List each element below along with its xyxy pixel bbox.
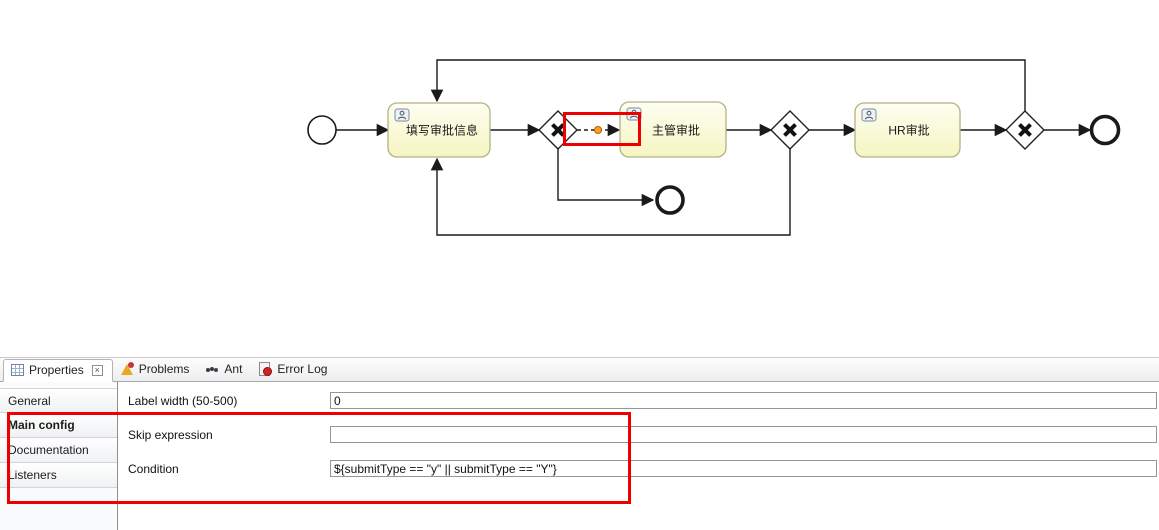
sidebar-item-listeners[interactable]: Listeners — [0, 463, 117, 488]
gateway-x-icon — [1018, 123, 1032, 137]
problems-icon — [120, 362, 134, 376]
skip-expression-input[interactable] — [330, 426, 1157, 443]
flow-loopback-top[interactable] — [430, 59, 1026, 111]
task-label: 主管审批 — [652, 123, 700, 138]
exclusive-gateway-2[interactable] — [770, 110, 810, 150]
tab-label: Properties — [29, 363, 84, 377]
close-icon[interactable] — [91, 364, 103, 376]
flow-midpoint-handle[interactable] — [594, 126, 602, 134]
properties-view: Properties Problems Ant Error Log Genera… — [0, 357, 1159, 530]
user-task-icon-body — [397, 116, 407, 120]
user-task-fill-form[interactable]: 填写审批信息 — [387, 102, 491, 158]
label-width-label: Label width (50-500) — [128, 394, 238, 408]
view-tab-bar: Properties Problems Ant Error Log — [0, 358, 1159, 382]
user-task-icon-body — [864, 116, 874, 120]
skip-expression-label: Skip expression — [128, 428, 213, 442]
task-body — [387, 102, 491, 158]
end-event-main[interactable] — [1089, 114, 1121, 146]
sidebar-item-documentation[interactable]: Documentation — [0, 438, 117, 463]
ant-icon — [205, 362, 219, 376]
condition-label: Condition — [128, 462, 179, 476]
task-body — [854, 102, 961, 158]
gateway-x-icon — [783, 123, 797, 137]
start-event[interactable] — [307, 115, 337, 145]
user-task-manager-approve[interactable]: 主管审批 — [619, 101, 727, 158]
properties-icon — [11, 364, 24, 376]
tab-label: Problems — [138, 362, 190, 376]
condition-input[interactable] — [330, 460, 1157, 477]
tab-ant[interactable]: Ant — [198, 358, 251, 381]
user-task-icon-head — [866, 110, 872, 116]
exclusive-gateway-1[interactable] — [538, 110, 578, 150]
field-row-label-width: Label width (50-500) — [119, 392, 1159, 410]
error-log-icon — [258, 362, 273, 376]
properties-body: General Main config Documentation Listen… — [0, 382, 1159, 530]
tab-label: Ant — [224, 362, 243, 376]
bpmn-canvas[interactable]: 填写审批信息 主管审批 HR审批 — [0, 0, 1159, 356]
flow-gateway1-to-end2[interactable] — [557, 149, 655, 207]
task-label: 填写审批信息 — [406, 123, 478, 138]
label-width-input[interactable] — [330, 392, 1157, 409]
end-event-reject[interactable] — [655, 185, 685, 215]
user-task-hr-approve[interactable]: HR审批 — [854, 102, 961, 158]
tab-error-log[interactable]: Error Log — [251, 358, 336, 381]
tab-properties[interactable]: Properties — [3, 359, 113, 382]
user-task-icon-head — [399, 110, 405, 116]
user-task-icon-body — [629, 115, 639, 119]
tab-problems[interactable]: Problems — [113, 358, 199, 381]
field-row-skip-expression: Skip expression — [119, 426, 1159, 444]
gateway-x-icon — [551, 123, 565, 137]
sidebar-item-general[interactable]: General — [0, 388, 117, 413]
exclusive-gateway-3[interactable] — [1005, 110, 1045, 150]
properties-form: Label width (50-500) Skip expression Con… — [119, 382, 1159, 530]
task-label: HR审批 — [888, 123, 929, 138]
properties-sidebar: General Main config Documentation Listen… — [0, 382, 118, 530]
field-row-condition: Condition — [119, 460, 1159, 478]
sidebar-item-main-config[interactable]: Main config — [0, 413, 117, 438]
flow-loopback-bottom[interactable] — [430, 149, 791, 236]
task-body — [619, 101, 727, 158]
tab-label: Error Log — [277, 362, 328, 376]
